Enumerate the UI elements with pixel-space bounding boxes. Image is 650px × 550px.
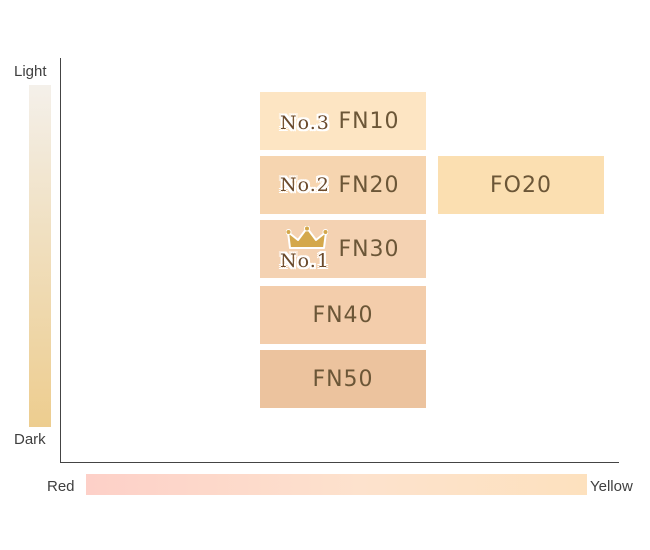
undertone-gradient-bar [86,474,587,495]
lightness-gradient-bar [29,85,51,427]
x-axis-line [60,462,619,463]
shade-tile-fo20: FO20 [438,156,604,214]
shade-tile-fn10: No.3 FN10 [260,92,426,150]
axis-label-yellow: Yellow [590,478,633,495]
shade-tile-fn40: FN40 [260,286,426,344]
shade-code: FN40 [312,302,374,328]
rank-label-no1: No.1 [280,250,330,272]
shade-tile-fn50: FN50 [260,350,426,408]
axis-label-red: Red [47,478,75,495]
y-axis-line [60,58,61,463]
shade-code: FO20 [490,172,552,198]
shade-code: FN50 [312,366,374,392]
axis-label-light: Light [14,63,47,80]
shade-code: FN30 [338,236,400,262]
rank-label-no2: No.2 [280,174,330,196]
shade-tile-fn20: No.2 FN20 [260,156,426,214]
shade-code: FN10 [338,108,400,134]
crown-icon [286,226,328,249]
axis-label-dark: Dark [14,431,46,448]
shade-tile-fn30: No.1 FN30 [260,220,426,278]
shade-code: FN20 [338,172,400,198]
rank-label-no3: No.3 [280,112,330,134]
